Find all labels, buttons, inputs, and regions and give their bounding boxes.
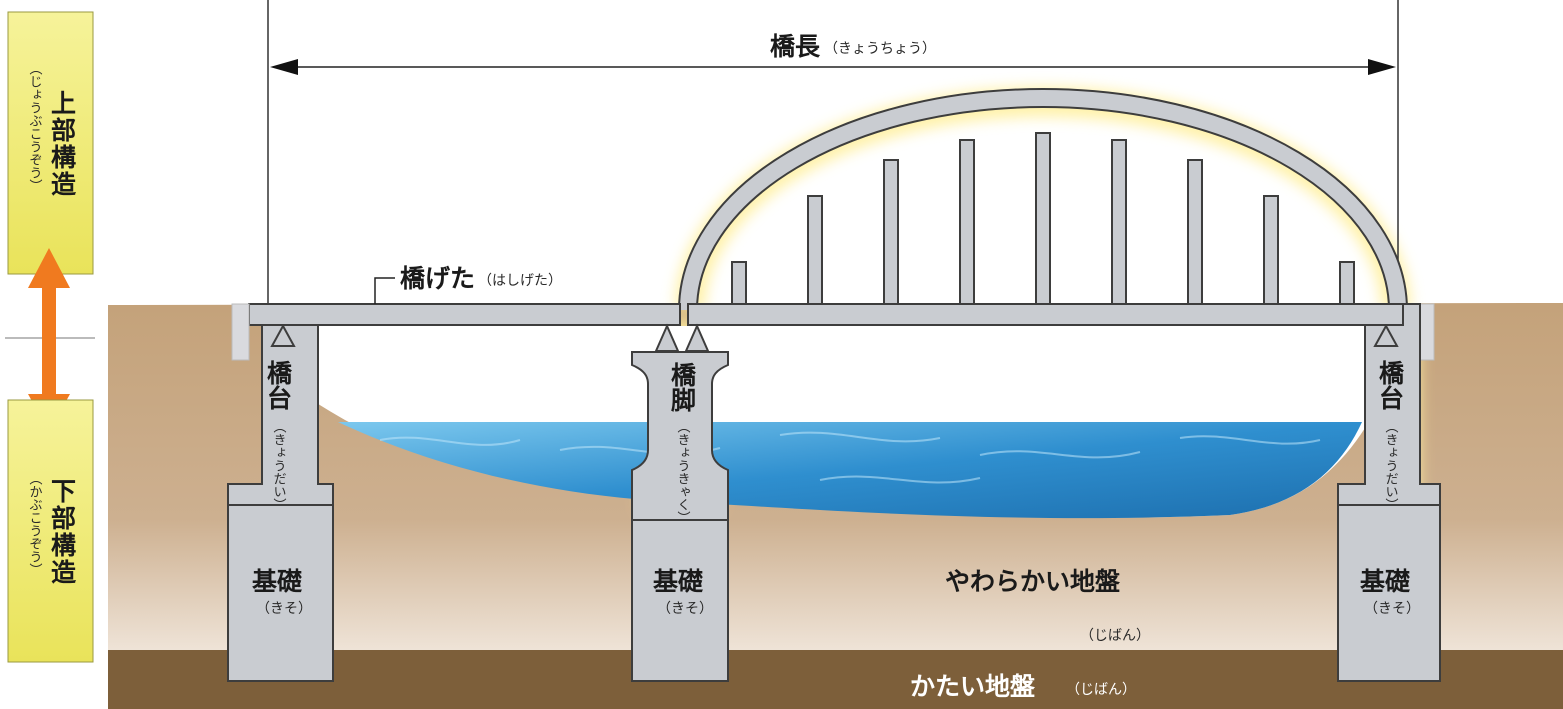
upper-structure-box (7, 11, 94, 275)
soft-ground-reading: （じばん） (1080, 628, 1150, 644)
girder-label: 橋げた (400, 264, 475, 293)
foundation-left-label: 基礎 (252, 567, 302, 596)
arch-hangers (731, 132, 1355, 307)
arrow-right-icon (1368, 59, 1396, 75)
hard-ground-reading: （じばん） (1066, 682, 1136, 698)
lower-structure-reading: （かぶこうぞう） (27, 472, 43, 576)
upper-structure-reading: （じょうぶこうぞう） (27, 62, 43, 192)
bearing-right (1373, 323, 1399, 347)
lower-structure-label: 下部構造 (48, 478, 77, 586)
pier-reading: （きょうきゃく） (675, 420, 691, 524)
structure-legend: 上部構造 （じょうぶこうぞう） 下部構造 （かぶこうぞう） (5, 11, 95, 663)
foundation-center-label: 基礎 (653, 567, 703, 596)
foundation-center (631, 519, 729, 682)
abutment-left-reading: （きょうだい） (271, 420, 287, 511)
lower-structure-box (7, 399, 94, 663)
bearing-center-right (684, 323, 710, 352)
hard-ground (108, 650, 1563, 709)
girder-reading: （はしげた） (478, 273, 562, 289)
foundation-left-reading: （きそ） (256, 601, 312, 617)
arrow-left-icon (270, 59, 298, 75)
abutment-left: 橋台 （きょうだい） 基礎 （きそ） (227, 303, 334, 682)
bearing-center-left (654, 323, 680, 352)
girder-callout: 橋げた （はしげた） (374, 264, 562, 304)
foundation-center-reading: （きそ） (657, 601, 713, 617)
foundation-right-reading: （きそ） (1364, 601, 1420, 617)
abutment-left-label: 橋台 (264, 360, 293, 410)
bridge-length-dimension: 橋長 （きょうちょう） (267, 0, 1399, 305)
bridge-length-label: 橋長 (770, 32, 821, 61)
abutment-right-reading: （きょうだい） (1383, 420, 1399, 511)
girder-right (687, 303, 1421, 326)
soft-ground-label: やわらかい地盤 (945, 567, 1121, 596)
foundation-right-label: 基礎 (1360, 567, 1410, 596)
abutment-right-label: 橋台 (1376, 360, 1405, 410)
abutment-right: 橋台 （きょうだい） 基礎 （きそ） (1337, 303, 1441, 682)
hard-ground-label: かたい地盤 (910, 672, 1036, 701)
upper-structure-label: 上部構造 (48, 90, 77, 198)
bearing-left (270, 323, 296, 347)
pier-label: 橋脚 (668, 362, 697, 413)
foundation-left (227, 504, 334, 682)
foundation-right (1337, 504, 1441, 682)
bridge-length-reading: （きょうちょう） (824, 41, 936, 57)
arch (678, 88, 1408, 311)
pier-center: 橋脚 （きょうきゃく） 基礎 （きそ） (631, 323, 729, 682)
girder-left (248, 303, 681, 326)
